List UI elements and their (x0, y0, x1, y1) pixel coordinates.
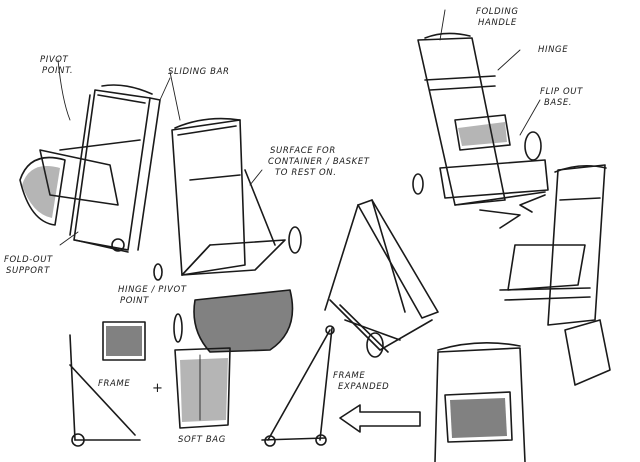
label-frame: FRAME (98, 379, 130, 389)
direction-arrows (339, 194, 546, 433)
label-pivot-point-2: POINT. (42, 66, 73, 76)
label-plus: + (152, 381, 164, 396)
label-hinge: HINGE (538, 45, 568, 55)
trolley-sketch-right (499, 164, 611, 386)
trolley-sketch-basket (153, 71, 302, 353)
label-folding-handle-2: HANDLE (478, 18, 517, 28)
label-surface-basket-3: TO REST ON. (275, 168, 337, 178)
label-pivot-point-1: PIVOT (40, 55, 69, 65)
label-folding-handle-1: FOLDING (476, 7, 519, 17)
folded-frame-sketch (261, 325, 335, 447)
label-hinge-pivot-point-2: POINT (120, 296, 149, 306)
box-trolley-sketch (434, 342, 526, 462)
label-fold-out-support-1: FOLD-OUT (4, 255, 53, 265)
label-frame-expanded-2: EXPANDED (338, 382, 389, 392)
trolley-sketch-fold-out (19, 59, 171, 253)
label-surface-basket-1: SURFACE FOR (270, 146, 336, 156)
trolley-sketch-flip-out (412, 9, 549, 229)
label-fold-out-support-2: SUPPORT (6, 266, 50, 276)
label-frame-expanded-1: FRAME (333, 371, 365, 381)
label-flip-out-base-1: FLIP OUT (540, 87, 583, 97)
trolley-sketch-a-frame (324, 199, 439, 358)
label-flip-out-base-2: BASE. (544, 98, 572, 108)
label-surface-basket-2: CONTAINER / BASKET (268, 157, 370, 167)
label-soft-bag: SOFT BAG (178, 435, 226, 445)
label-sliding-bar: SLIDING BAR (168, 67, 230, 77)
label-hinge-pivot-point-1: HINGE / PIVOT (118, 285, 187, 295)
frame-and-bag-sketch (69, 321, 231, 447)
